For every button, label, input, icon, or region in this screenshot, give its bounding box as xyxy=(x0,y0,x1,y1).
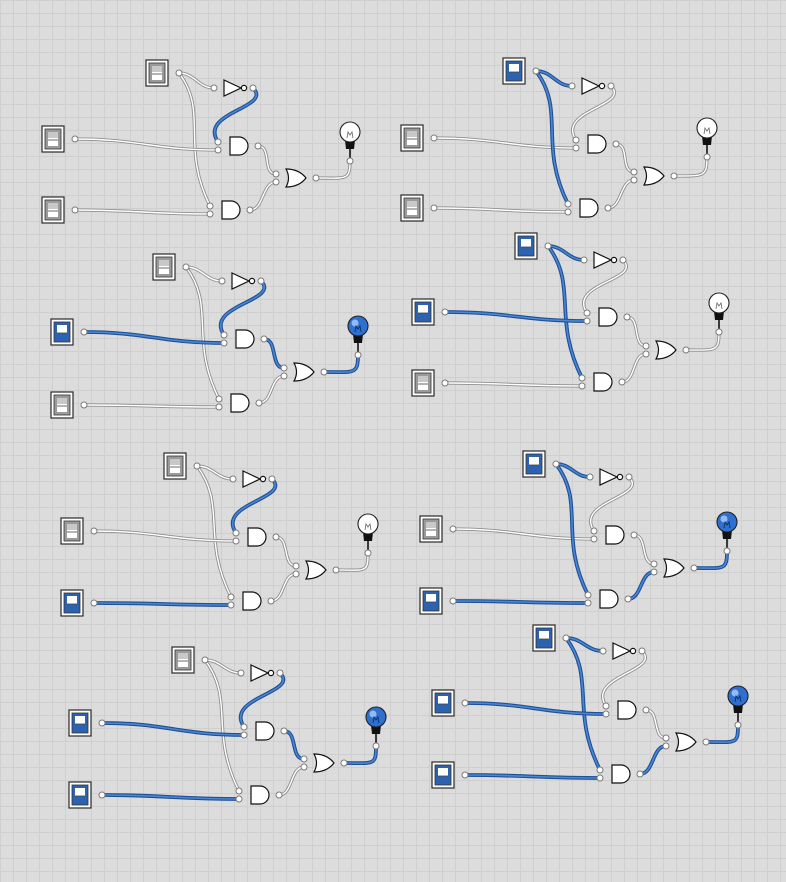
not-gate xyxy=(223,79,248,97)
output-bulb-icon xyxy=(365,706,387,743)
and-gate-top xyxy=(229,136,249,156)
or-gate xyxy=(662,558,685,578)
input-a-switch[interactable] xyxy=(68,709,92,737)
or-gate xyxy=(292,362,315,382)
output-bulb-icon xyxy=(727,685,749,722)
not-gate xyxy=(612,642,637,660)
and-gate-bottom xyxy=(599,589,619,609)
circuit-7 xyxy=(68,646,387,809)
or-gate xyxy=(654,340,677,360)
not-gate xyxy=(593,251,618,269)
select-switch[interactable] xyxy=(514,232,538,260)
select-switch[interactable] xyxy=(502,57,526,85)
and-gate-bottom xyxy=(221,200,241,220)
and-gate-bottom xyxy=(242,591,262,611)
input-a-switch[interactable] xyxy=(431,689,455,717)
wires xyxy=(443,244,721,388)
and-gate-bottom xyxy=(611,764,631,784)
input-b-switch[interactable] xyxy=(68,781,92,809)
or-gate xyxy=(674,732,697,752)
circuit-4 xyxy=(411,232,730,397)
input-a-switch[interactable] xyxy=(41,125,65,153)
output-bulb-icon xyxy=(339,121,361,158)
circuit-3 xyxy=(50,253,369,419)
wires xyxy=(451,462,729,605)
circuit-8 xyxy=(431,624,749,789)
input-b-switch[interactable] xyxy=(41,196,65,224)
and-gate-bottom xyxy=(230,393,250,413)
input-b-switch[interactable] xyxy=(50,391,74,419)
select-switch[interactable] xyxy=(145,59,169,87)
input-a-switch[interactable] xyxy=(400,124,424,152)
wires xyxy=(73,71,352,216)
or-gate xyxy=(284,168,307,188)
input-a-switch[interactable] xyxy=(411,298,435,326)
input-a-switch[interactable] xyxy=(60,517,84,545)
not-gate xyxy=(250,664,275,682)
select-switch[interactable] xyxy=(532,624,556,652)
circuit-2 xyxy=(400,57,718,222)
and-gate-bottom xyxy=(579,198,599,218)
input-b-switch[interactable] xyxy=(400,194,424,222)
or-gate xyxy=(304,560,327,580)
select-switch[interactable] xyxy=(171,646,195,674)
select-switch[interactable] xyxy=(163,452,187,480)
and-gate-top xyxy=(617,700,637,720)
output-bulb-icon xyxy=(716,511,738,548)
and-gate-top xyxy=(587,134,607,154)
wires xyxy=(100,658,378,801)
wires xyxy=(82,265,360,409)
input-b-switch[interactable] xyxy=(419,587,443,615)
input-b-switch[interactable] xyxy=(60,589,84,617)
wires xyxy=(463,636,740,780)
input-b-switch[interactable] xyxy=(411,369,435,397)
select-switch[interactable] xyxy=(152,253,176,281)
not-gate xyxy=(231,272,256,290)
circuit-1 xyxy=(41,59,361,224)
input-a-switch[interactable] xyxy=(419,515,443,543)
and-gate-top xyxy=(255,721,275,741)
and-gate-top xyxy=(605,525,625,545)
output-bulb-icon xyxy=(708,292,730,329)
select-switch[interactable] xyxy=(522,450,546,478)
circuit-5 xyxy=(60,452,379,617)
output-bulb-icon xyxy=(347,315,369,352)
wires xyxy=(432,69,709,214)
circuit-6 xyxy=(419,450,738,615)
input-a-switch[interactable] xyxy=(50,318,74,346)
and-gate-top xyxy=(598,307,618,327)
and-gate-top xyxy=(235,329,255,349)
output-bulb-icon xyxy=(357,513,379,550)
and-gate-bottom xyxy=(250,785,270,805)
output-bulb-icon xyxy=(696,117,718,154)
input-b-switch[interactable] xyxy=(431,761,455,789)
not-gate xyxy=(599,468,624,486)
wires xyxy=(92,464,370,607)
not-gate xyxy=(581,77,606,95)
and-gate-bottom xyxy=(593,372,613,392)
not-gate xyxy=(242,470,267,488)
or-gate xyxy=(312,753,335,773)
or-gate xyxy=(642,166,665,186)
and-gate-top xyxy=(247,527,267,547)
